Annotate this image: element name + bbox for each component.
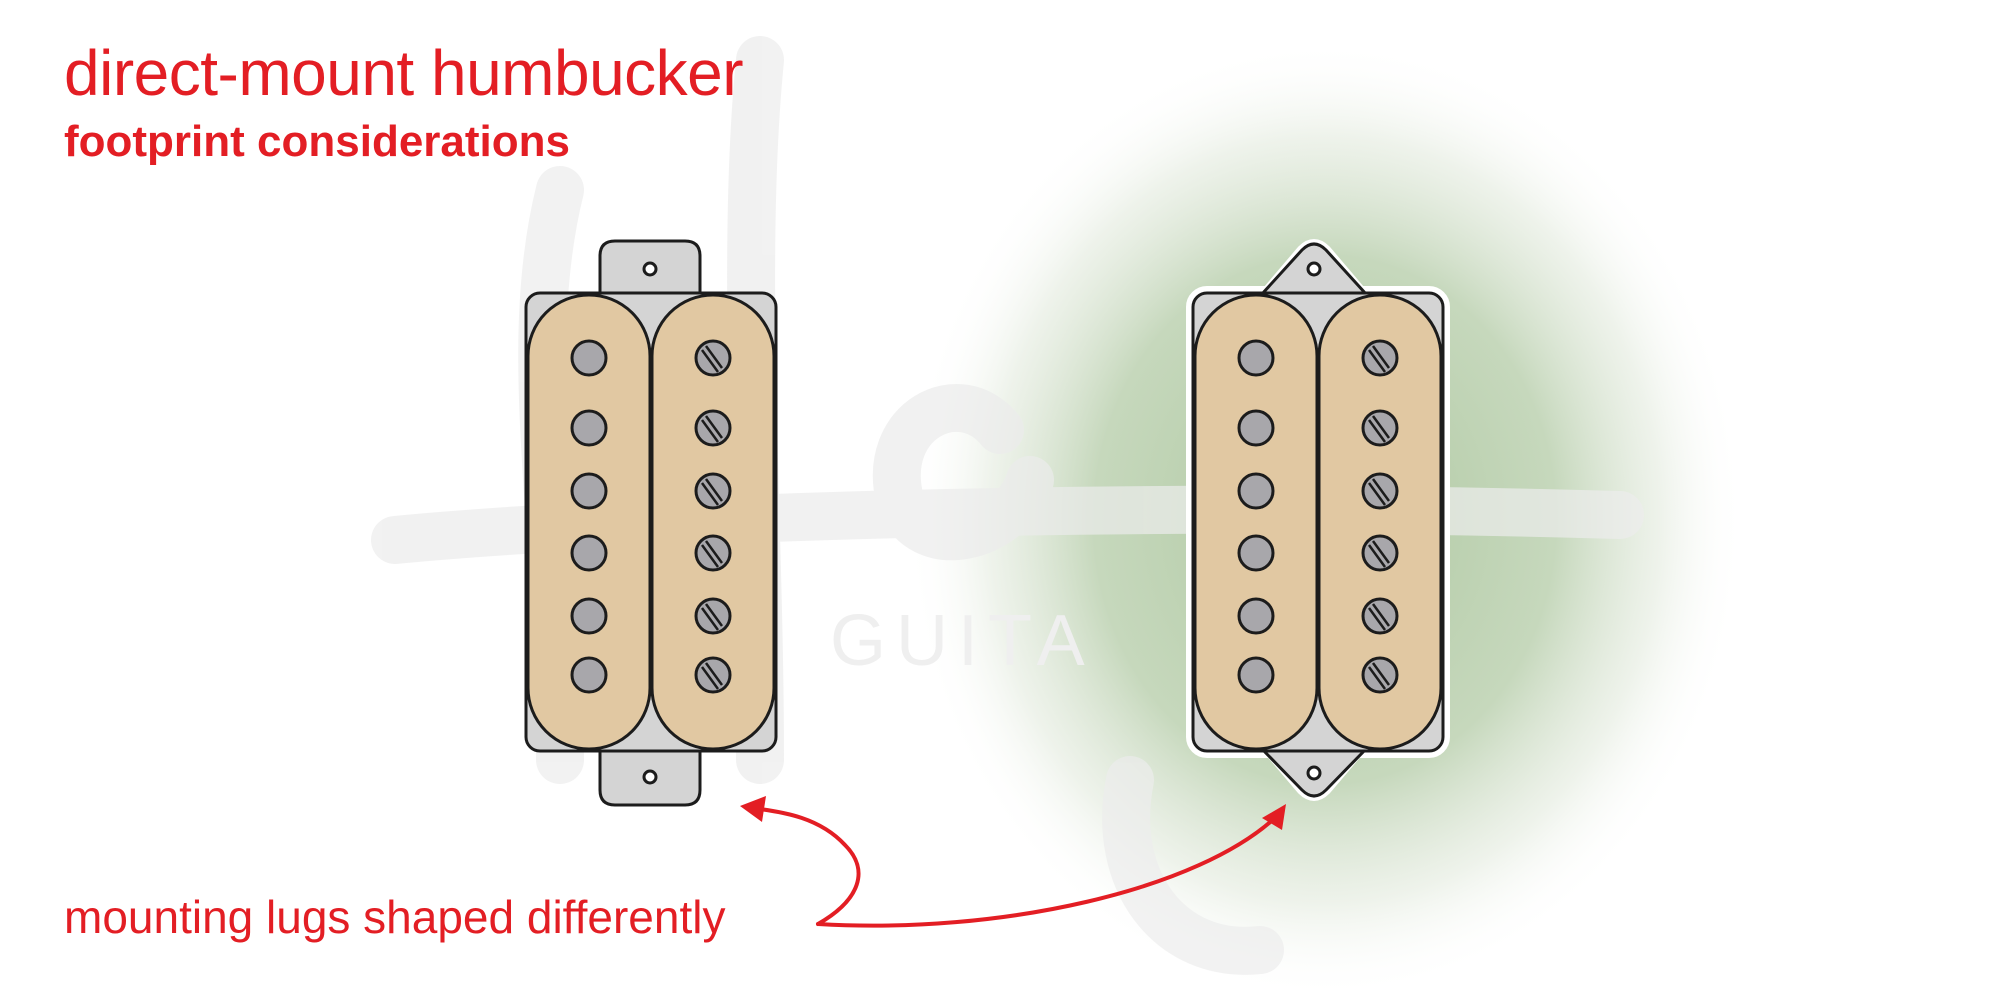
screw-hole-bottom [642, 769, 658, 785]
page-title: direct-mount humbucker [64, 37, 744, 109]
screw-slots [700, 345, 724, 690]
arrowhead-right [1262, 804, 1286, 830]
svg-text:GUITA: GUITA [830, 601, 1095, 681]
bobbin-slug [526, 293, 652, 751]
arrowhead-left [740, 796, 766, 822]
bobbin-screw [650, 293, 776, 751]
bobbin-screw [1317, 293, 1443, 751]
arrow-to-right-lug [816, 813, 1280, 928]
pickup-right [1186, 239, 1450, 801]
slug-poles [1237, 339, 1275, 694]
bobbin-slug [1193, 293, 1319, 751]
annotation-label: mounting lugs shaped differently [64, 891, 726, 943]
pickup-left [524, 239, 778, 807]
annotation-arrows [750, 806, 1280, 928]
screw-slots [1367, 345, 1391, 690]
slug-poles [570, 339, 608, 694]
arrowheads [740, 796, 1286, 830]
screw-hole-bottom [1306, 765, 1322, 781]
arrow-to-left-lug [750, 806, 861, 926]
page-subtitle: footprint considerations [64, 117, 570, 166]
screw-hole-top [1306, 261, 1322, 277]
screw-hole-top [642, 261, 658, 277]
